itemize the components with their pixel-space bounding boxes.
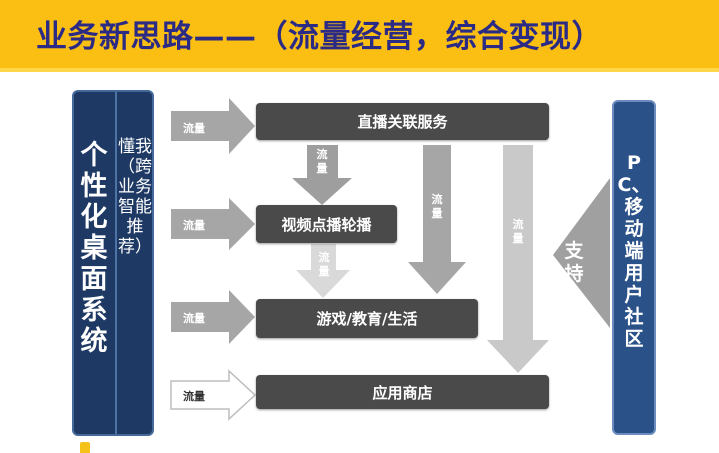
- flow-arrow-3: [171, 290, 255, 344]
- corner-mark: [80, 442, 90, 453]
- flow-label-4: 流量: [183, 390, 205, 403]
- box-live-service: 直播关联服务: [256, 103, 549, 140]
- box-app-store: 应用商店: [256, 375, 549, 409]
- support-label: 支持: [564, 240, 584, 285]
- flow-label-down-4: 流量: [512, 218, 524, 245]
- box-games-edu-life: 游戏/教育/生活: [256, 299, 478, 338]
- left-panel: [72, 90, 154, 436]
- support-arrow: [553, 178, 610, 328]
- header-bar: 业务新思路——（流量经营，综合变现）: [0, 0, 719, 68]
- flow-arrow-down-2: [296, 244, 350, 298]
- flow-arrow-down-4: [487, 145, 549, 373]
- box-vod-carousel: 视频点播轮播: [256, 205, 397, 243]
- flow-label-2: 流量: [183, 219, 205, 232]
- desktop-system-label: 个性化桌面系统: [80, 140, 108, 357]
- flow-arrow-2: [171, 198, 255, 250]
- header-divider: [0, 68, 719, 72]
- user-community-label: PC、移动端用户社区: [617, 152, 651, 350]
- recommendation-label: 懂我（跨业务智能推荐）: [118, 137, 152, 257]
- left-panel-divider: [115, 92, 117, 434]
- flow-label-1: 流量: [183, 122, 205, 135]
- right-panel: [612, 100, 656, 435]
- flow-arrow-4: [170, 369, 257, 421]
- flow-arrow-down-3: [408, 145, 466, 294]
- page-title: 业务新思路——（流量经营，综合变现）: [36, 19, 603, 55]
- flow-label-down-1: 流量: [316, 148, 328, 175]
- flow-arrow-down-1: [292, 145, 352, 205]
- flow-label-3: 流量: [183, 312, 205, 325]
- flow-arrow-1: [171, 98, 255, 154]
- flow-label-down-3: 流量: [431, 193, 443, 220]
- flow-label-down-2: 流量: [318, 251, 330, 278]
